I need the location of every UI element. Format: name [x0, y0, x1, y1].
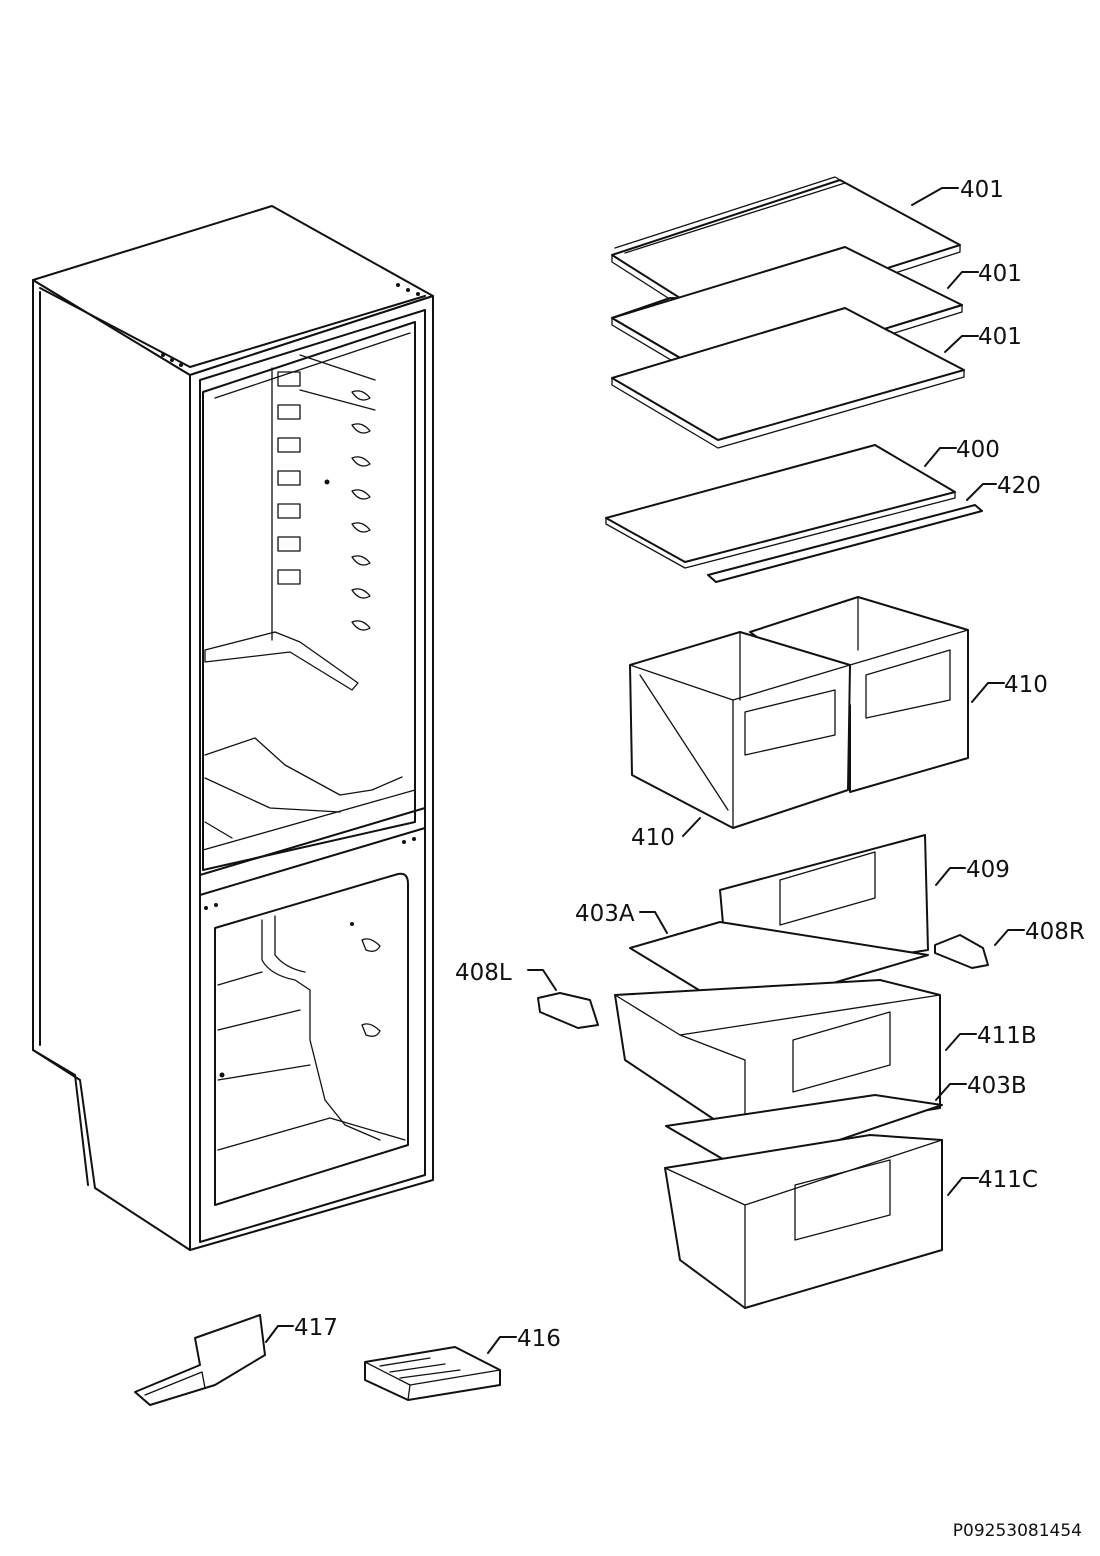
drawer-c: [664, 1134, 943, 1309]
freezer-compartment: [214, 872, 409, 1206]
callout-labels: 401 401 401 400 420 410 410 409 403A 408…: [294, 177, 1085, 1352]
glass-cover-b: [665, 1094, 943, 1173]
bracket-right: [934, 934, 989, 969]
callout-crisper-right: 410: [1004, 672, 1048, 698]
callout-drawer-b: 411B: [977, 1023, 1037, 1049]
callout-shelf-3: 401: [978, 324, 1022, 350]
cabinet-front-frame: [189, 295, 434, 1251]
fridge-cabinet: [32, 205, 434, 1251]
callout-profile-strip: 420: [997, 473, 1041, 499]
glass-plate: [605, 444, 956, 563]
compartment-divider: [199, 807, 426, 896]
shelf-supports: [277, 371, 371, 631]
callout-ice-scoop: 417: [294, 1315, 338, 1341]
bracket-left: [537, 992, 599, 1029]
callout-bracket-left: 408L: [455, 960, 512, 986]
callout-bracket-right: 408R: [1025, 919, 1085, 945]
callout-glass-plate: 400: [956, 437, 1000, 463]
callout-glass-cover-b: 403B: [967, 1073, 1027, 1099]
fridge-compartment: [202, 321, 416, 871]
document-id: P09253081454: [953, 1521, 1082, 1541]
callout-shelf-1: 401: [960, 177, 1004, 203]
crisper-right: [749, 596, 969, 793]
callout-glass-cover-a: 403A: [575, 901, 635, 927]
callout-drawer-c: 411C: [978, 1167, 1038, 1193]
callout-crisper-left: 410: [631, 825, 675, 851]
ice-scoop: [134, 1314, 266, 1406]
callout-shelf-2: 401: [978, 261, 1022, 287]
cabinet-side-panel: [32, 279, 191, 1251]
callout-drawer-front: 409: [966, 857, 1010, 883]
callout-ice-tray: 416: [517, 1326, 561, 1352]
leader-lines: [265, 187, 1025, 1354]
crisper-left: [629, 631, 851, 829]
profile-strip: [707, 504, 983, 583]
glass-shelf-3: [611, 307, 965, 449]
